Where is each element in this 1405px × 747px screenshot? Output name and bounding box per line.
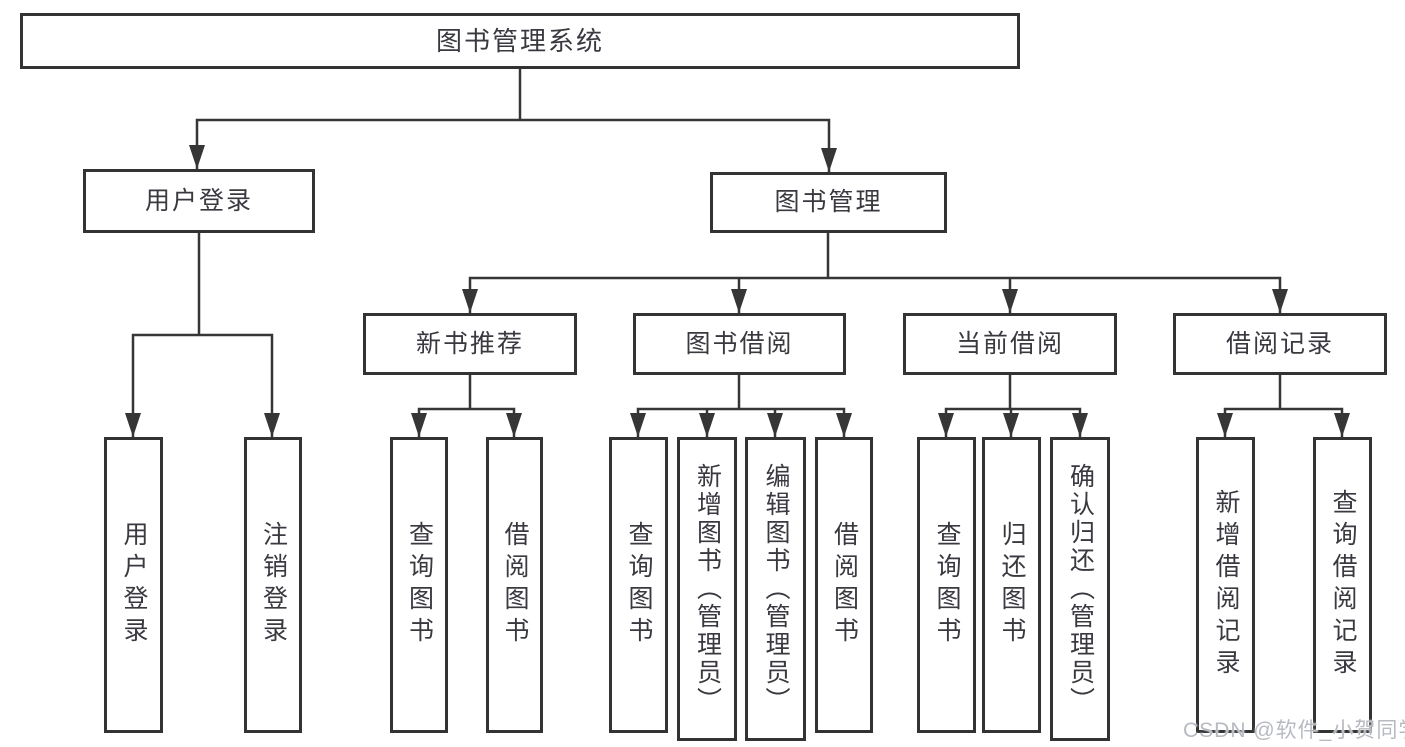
leaf-borrowing-borrow-books-label: 借阅图书	[830, 521, 859, 649]
leaf-newbook-borrow-books: 借阅图书	[486, 437, 543, 733]
leaf-borrowing-query-books: 查询图书	[609, 437, 668, 733]
node-library-system-label: 图书管理系统	[435, 26, 604, 56]
node-user-login-branch: 用户登录	[83, 169, 315, 233]
leaf-return-books-label: 归还图书	[998, 521, 1026, 649]
leaf-newbook-query-books: 查询图书	[390, 437, 448, 733]
leaf-add-borrow-record-label: 新增借阅记录	[1212, 489, 1240, 681]
node-new-book-recommend-label: 新书推荐	[415, 329, 524, 358]
node-user-login-branch-label: 用户登录	[144, 186, 253, 215]
leaf-add-borrow-record: 新增借阅记录	[1196, 437, 1255, 733]
node-new-book-recommend: 新书推荐	[363, 313, 577, 375]
leaf-user-login-label: 用户登录	[120, 521, 148, 649]
leaf-add-book-admin: 新增图书（管理员）	[677, 437, 737, 741]
leaf-logout: 注销登录	[244, 437, 302, 733]
watermark: CSDN @软件_小贺同学	[1183, 719, 1405, 742]
node-borrowing-records: 借阅记录	[1173, 313, 1387, 375]
leaf-borrowing-query-books-label: 查询图书	[625, 521, 653, 649]
leaf-current-query-books-label: 查询图书	[933, 521, 961, 649]
node-book-management: 图书管理	[710, 172, 947, 233]
leaf-borrowing-borrow-books: 借阅图书	[815, 437, 873, 733]
leaf-confirm-return-admin-label: 确认归还（管理员）	[1066, 463, 1095, 715]
leaf-current-query-books: 查询图书	[917, 437, 976, 733]
node-current-borrowing-label: 当前借阅	[955, 329, 1064, 358]
node-borrowing-records-label: 借阅记录	[1225, 329, 1334, 358]
leaf-confirm-return-admin: 确认归还（管理员）	[1050, 437, 1110, 741]
leaf-newbook-query-books-label: 查询图书	[405, 521, 434, 649]
leaf-newbook-borrow-books-label: 借阅图书	[501, 521, 529, 649]
leaf-edit-book-admin: 编辑图书（管理员）	[745, 437, 806, 741]
leaf-add-book-admin-label: 新增图书（管理员）	[693, 463, 722, 715]
leaf-query-borrow-record: 查询借阅记录	[1313, 437, 1372, 733]
node-book-management-label: 图书管理	[774, 188, 883, 216]
leaf-logout-label: 注销登录	[259, 521, 288, 649]
leaf-user-login: 用户登录	[104, 437, 163, 733]
node-library-system: 图书管理系统	[20, 13, 1020, 69]
leaf-return-books: 归还图书	[982, 437, 1041, 733]
node-book-borrowing: 图书借阅	[633, 313, 846, 375]
node-book-borrowing-label: 图书借阅	[685, 329, 794, 358]
leaf-query-borrow-record-label: 查询借阅记录	[1329, 489, 1357, 681]
node-current-borrowing: 当前借阅	[903, 313, 1117, 375]
arrowheads	[125, 145, 1350, 437]
leaf-edit-book-admin-label: 编辑图书（管理员）	[762, 463, 790, 715]
